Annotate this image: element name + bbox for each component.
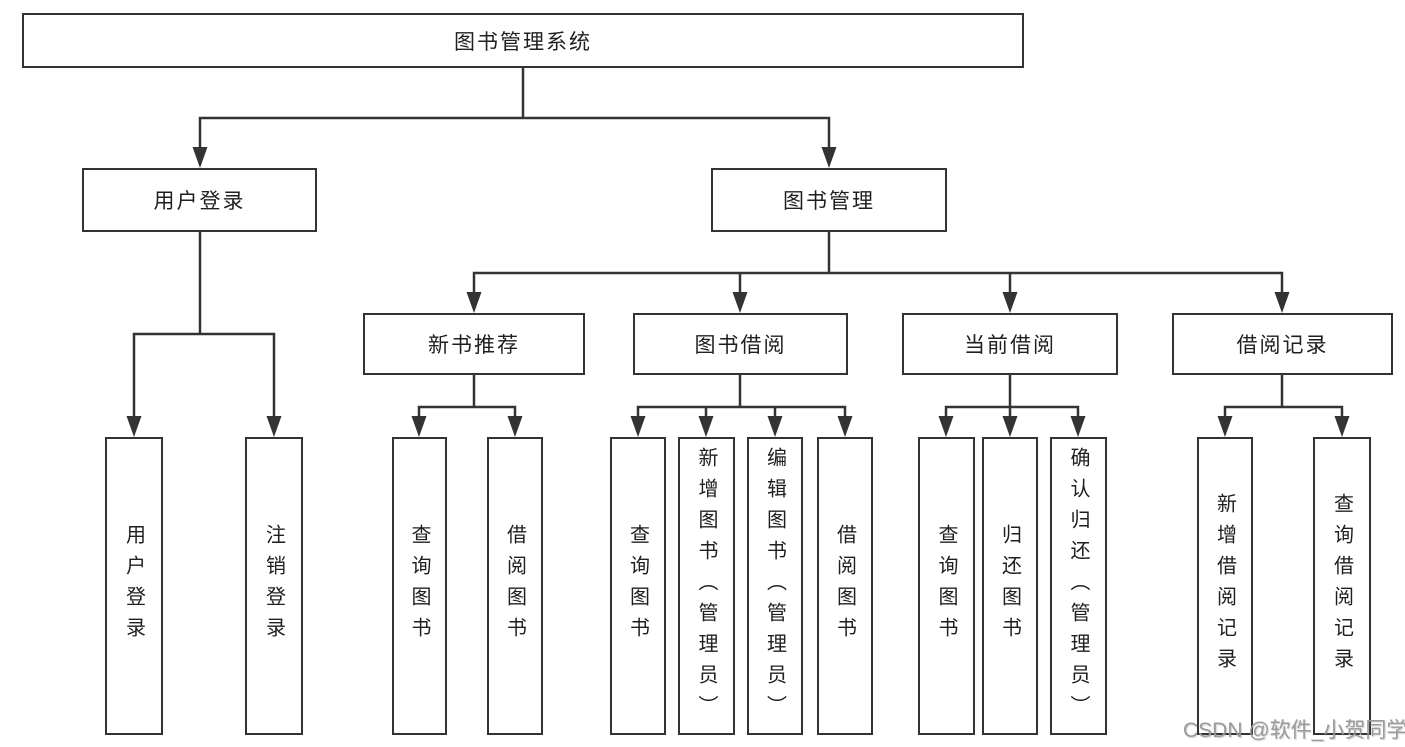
node-leaf-edit-books-admin-label: 编辑图书（管理员）	[763, 446, 786, 726]
node-leaf-query-books-borrow: 查询图书	[610, 437, 666, 735]
node-leaf-query-borrow-record: 查询借阅记录	[1313, 437, 1371, 735]
node-leaf-logout: 注销登录	[245, 437, 303, 735]
node-leaf-borrow-books-recommend: 借阅图书	[487, 437, 543, 735]
node-leaf-user-login-label: 用户登录	[122, 524, 145, 648]
node-leaf-borrow-books-recommend-label: 借阅图书	[503, 524, 526, 648]
node-leaf-query-books-borrow-label: 查询图书	[626, 524, 649, 648]
node-leaf-add-books-admin: 新增图书（管理员）	[678, 437, 735, 735]
node-root: 图书管理系统	[22, 13, 1024, 68]
node-leaf-logout-label: 注销登录	[262, 524, 285, 648]
connector-borrow-records-to-leaves	[1217, 373, 1350, 437]
node-leaf-borrow-books-borrow-label: 借阅图书	[833, 524, 856, 648]
node-borrow-records: 借阅记录	[1172, 313, 1393, 375]
node-new-book-recommend-label: 新书推荐	[428, 334, 520, 357]
node-user-login-label: 用户登录	[153, 190, 246, 213]
node-leaf-confirm-return-admin: 确认归还（管理员）	[1050, 437, 1107, 735]
node-leaf-add-books-admin-label: 新增图书（管理员）	[695, 446, 717, 726]
node-book-borrow: 图书借阅	[633, 313, 848, 375]
node-book-management-label: 图书管理	[783, 190, 875, 213]
node-leaf-query-books-current: 查询图书	[918, 437, 975, 735]
node-current-borrow-label: 当前借阅	[964, 334, 1056, 357]
node-root-label: 图书管理系统	[454, 30, 592, 54]
node-leaf-query-borrow-record-label: 查询借阅记录	[1330, 493, 1353, 679]
node-leaf-query-books-current-label: 查询图书	[935, 524, 957, 648]
node-book-management: 图书管理	[711, 168, 947, 232]
node-leaf-query-books-recommend-label: 查询图书	[408, 524, 430, 648]
node-leaf-user-login: 用户登录	[105, 437, 163, 735]
connector-root-to-level2	[192, 66, 837, 168]
connector-new-book-recommend-to-leaves	[411, 373, 523, 437]
node-leaf-query-books-recommend: 查询图书	[392, 437, 447, 735]
node-leaf-return-books-label: 归还图书	[998, 524, 1021, 648]
node-leaf-borrow-books-borrow: 借阅图书	[817, 437, 873, 735]
connector-current-borrow-to-leaves	[938, 373, 1086, 437]
csdn-watermark: CSDN @软件_小贺同学	[1183, 719, 1405, 742]
connector-book-borrow-to-leaves	[630, 373, 853, 437]
node-new-book-recommend: 新书推荐	[363, 313, 585, 375]
node-leaf-add-borrow-record: 新增借阅记录	[1197, 437, 1253, 735]
node-leaf-return-books: 归还图书	[982, 437, 1038, 735]
node-leaf-edit-books-admin: 编辑图书（管理员）	[747, 437, 803, 735]
node-leaf-add-borrow-record-label: 新增借阅记录	[1213, 493, 1236, 679]
node-user-login: 用户登录	[82, 168, 317, 232]
connector-book-management-to-level3	[466, 230, 1290, 313]
node-leaf-confirm-return-admin-label: 确认归还（管理员）	[1067, 446, 1089, 726]
node-borrow-records-label: 借阅记录	[1236, 334, 1329, 357]
connector-user-login-to-leaves	[126, 230, 282, 437]
node-current-borrow: 当前借阅	[902, 313, 1118, 375]
node-book-borrow-label: 图书借阅	[694, 334, 787, 357]
